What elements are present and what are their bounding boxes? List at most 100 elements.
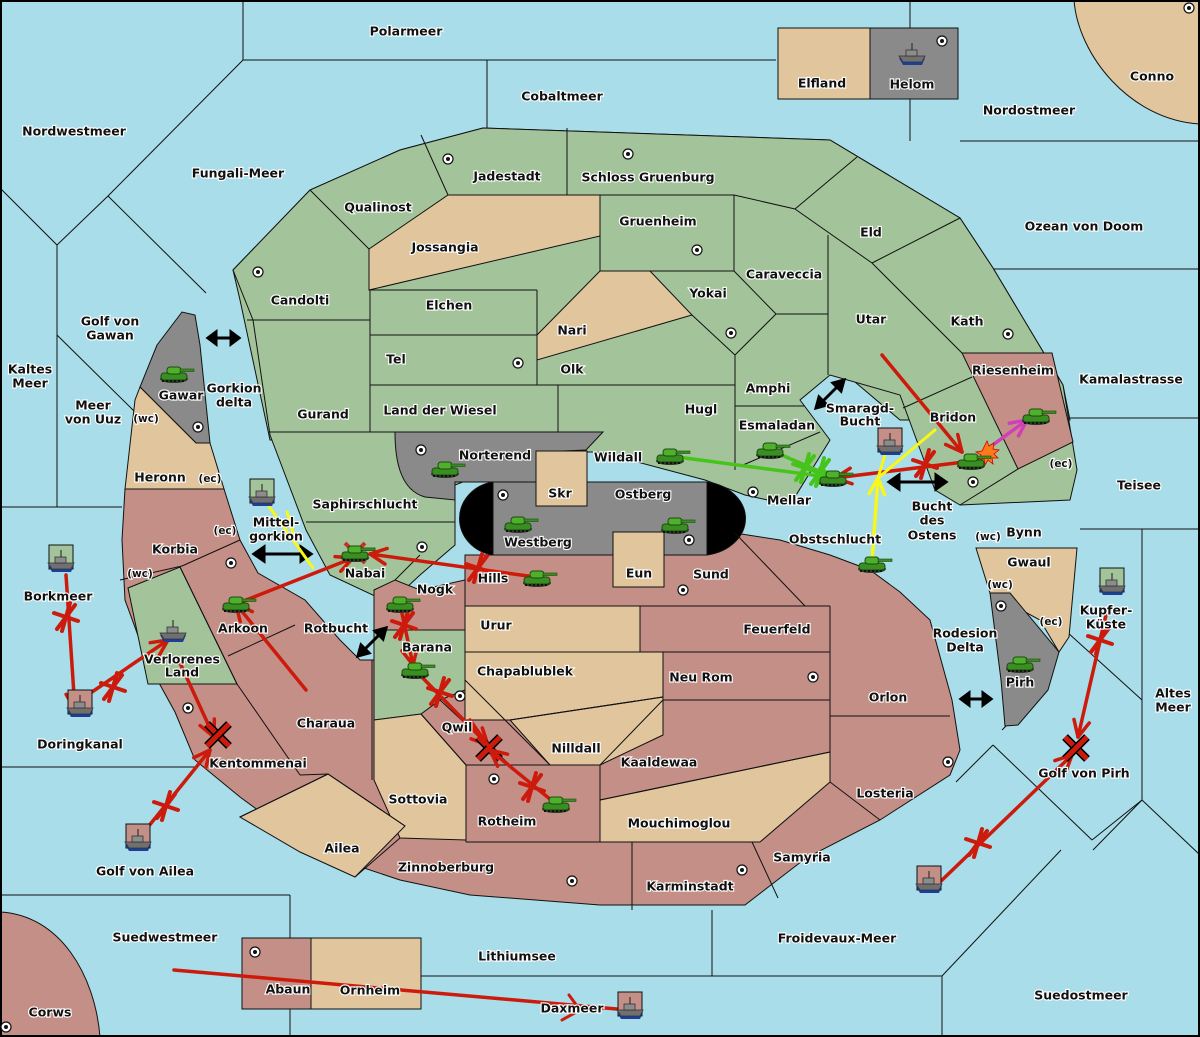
land-label-ailea: Ailea xyxy=(324,841,359,856)
sea-label-delta: Delta xyxy=(946,640,984,655)
fleet-unit-smaragd-bucht[interactable] xyxy=(876,427,904,456)
land-label-gruenheim: Gruenheim xyxy=(619,214,696,229)
support-line xyxy=(870,476,880,564)
land-label-nari: Nari xyxy=(557,323,586,338)
move-order xyxy=(880,353,964,454)
land-label-losteria: Losteria xyxy=(856,786,913,801)
move-order xyxy=(833,459,974,480)
army-unit-nabai[interactable] xyxy=(340,541,376,565)
land-label-urur: Urur xyxy=(480,618,512,633)
arrowhead xyxy=(1076,721,1092,739)
fleet-unit-golf-von-ailea[interactable] xyxy=(124,823,152,852)
failed-order-mark xyxy=(521,773,543,801)
fleet-unit-borkmeer[interactable] xyxy=(47,544,75,573)
arrowhead xyxy=(411,645,420,667)
supply-center-icon xyxy=(725,327,737,339)
supply-center-icon xyxy=(488,773,500,785)
order-line xyxy=(560,1008,582,1022)
order-line xyxy=(567,993,582,1012)
sea-label-kaltes: Kaltes xyxy=(8,362,52,377)
sea-label-bucht: Bucht xyxy=(912,499,953,514)
sea-label-rodesion: Rodesion xyxy=(933,626,998,641)
double-arrow-rodesion-pirh xyxy=(958,690,994,708)
land-label-ornheim: Ornheim xyxy=(340,983,400,998)
supply-center-icon xyxy=(622,148,634,160)
fleet-unit-daxmeer[interactable] xyxy=(616,991,644,1020)
dislodge-x-icon xyxy=(1062,734,1090,762)
move-order xyxy=(413,668,490,747)
double-arrow-smaragd xyxy=(813,377,847,411)
sea-label-lithiumsee: Lithiumsee xyxy=(478,949,556,964)
land-label-gwaul: Gwaul xyxy=(1007,555,1050,570)
fleet-unit-doringkanal[interactable] xyxy=(66,689,94,718)
sea-label-ostens: Ostens xyxy=(908,528,957,543)
land-label-nabai: Nabai xyxy=(345,566,386,581)
failed-order-mark xyxy=(967,829,989,857)
supply-center-icon xyxy=(967,476,979,488)
sea-label-gawan: Gawan xyxy=(86,328,134,343)
supply-center-icon xyxy=(1002,328,1014,340)
land-label-arkoon: Arkoon xyxy=(218,621,268,636)
double-arrow-rotbucht xyxy=(355,625,389,659)
supply-center-icon xyxy=(512,357,524,369)
land-label-qwil: Qwil xyxy=(442,720,473,735)
land-label-helom: Helom xyxy=(890,77,935,92)
land-label-sund: Sund xyxy=(693,567,729,582)
land-label-obstschlucht: Obstschlucht xyxy=(789,532,881,547)
arrowhead xyxy=(198,723,216,739)
order-line xyxy=(285,510,295,535)
sea-label-nordwestmeer: Nordwestmeer xyxy=(22,124,127,139)
fleet-unit-mittelgorkion[interactable] xyxy=(248,478,276,507)
land-label-mellar: Mellar xyxy=(767,493,812,508)
land-label-jossangia: Jossangia xyxy=(410,240,478,255)
land-label-elchen: Elchen xyxy=(426,298,473,313)
sea-label-cobaltmeer: Cobaltmeer xyxy=(521,89,603,104)
region-conno[interactable] xyxy=(1073,0,1200,125)
supply-center-icon xyxy=(0,1021,12,1033)
move-order xyxy=(172,968,630,1012)
land-label-saphirschlucht: Saphirschlucht xyxy=(313,497,418,512)
arrowhead xyxy=(157,638,170,658)
double-arrow-gawar-gorkion xyxy=(205,329,242,347)
supply-center-icon xyxy=(252,266,264,278)
land-label-yokai: Yokai xyxy=(688,286,727,301)
sea-label-kamalastrasse: Kamalastrasse xyxy=(1079,372,1183,387)
land-label-hugl: Hugl xyxy=(685,402,718,417)
sea-label-nordostmeer: Nordostmeer xyxy=(983,103,1076,118)
arrowhead xyxy=(191,748,212,760)
failed-order-mark xyxy=(429,678,451,706)
sea-label-smaragd: Smaragd- xyxy=(826,401,894,416)
supply-center-icon xyxy=(497,489,509,501)
bounce-star-icon xyxy=(974,440,1000,467)
land-label-ostberg: Ostberg xyxy=(615,487,672,502)
region-elfland[interactable] xyxy=(777,27,871,100)
land-label-feuerfeld: Feuerfeld xyxy=(743,622,810,637)
land-label-land-der-wiesel: Land der Wiesel xyxy=(383,403,496,418)
land-label-nilldall: Nilldall xyxy=(551,741,600,756)
land-label-zinnoberburg: Zinnoberburg xyxy=(398,860,494,875)
land-label-hills: Hills xyxy=(478,571,509,586)
region-ornheim[interactable] xyxy=(310,937,422,1010)
failed-order-mark xyxy=(914,450,936,478)
coast-label-ec: (ec) xyxy=(214,525,237,537)
sea-label-teisee: Teisee xyxy=(1117,478,1161,493)
sea-label-meer: Meer xyxy=(75,398,111,413)
land-label-tel: Tel xyxy=(386,352,406,367)
fleet-unit-golf-von-pirh-sw[interactable] xyxy=(915,865,943,894)
fleet-unit-kupfer-kueste[interactable] xyxy=(1098,567,1126,596)
supply-center-icon xyxy=(454,690,466,702)
land-label-riesenheim: Riesenheim xyxy=(972,363,1054,378)
arrowhead xyxy=(876,476,887,497)
coast-arrows xyxy=(205,329,994,708)
coast-label-ec: (ec) xyxy=(1050,458,1073,470)
sea-label-daxmeer: Daxmeer xyxy=(540,1001,604,1016)
land-label-gurand: Gurand xyxy=(297,407,349,422)
land-label-land: Land xyxy=(165,665,199,680)
move-order xyxy=(234,602,308,692)
failed-order-mark xyxy=(794,454,816,482)
sea-label-mittel: Mittel- xyxy=(253,515,300,530)
region-eun[interactable] xyxy=(612,531,665,588)
move-order xyxy=(234,556,355,606)
supply-center-icon xyxy=(807,671,819,683)
